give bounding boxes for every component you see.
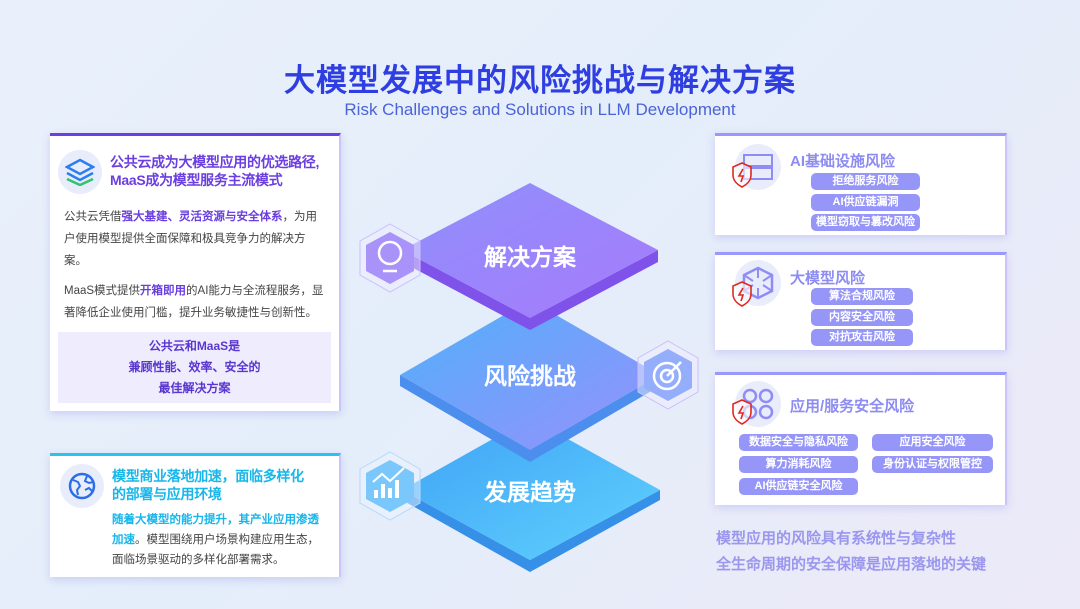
shield-warning-icon (732, 399, 752, 425)
layer-label-solution: 解决方案 (484, 244, 576, 270)
highlight-box: 公共云和MaaS是 兼顾性能、效率、安全的 最佳解决方案 (58, 332, 331, 403)
shield-warning-icon (732, 281, 752, 307)
highlight-line: 兼顾性能、效率、安全的 (128, 360, 261, 374)
layer-label-risk: 风险挑战 (484, 363, 576, 389)
highlight-line: 公共云和MaaS是 (148, 339, 241, 353)
lightbulb-icon (359, 223, 421, 293)
globe-icon (60, 464, 104, 508)
risk-item: 身份认证与权限管控 (872, 456, 993, 473)
highlight-line: 最佳解决方案 (158, 381, 231, 395)
layer-trend (402, 418, 660, 572)
risk-card-title: 应用/服务安全风险 (790, 398, 915, 415)
risk-item: 拒绝服务风险 (811, 173, 920, 190)
risk-card-application: 应用/服务安全风险 数据安全与隐私风险 应用安全风险 算力消耗风险 身份认证与权… (715, 372, 1007, 505)
page-title: 大模型发展中的风险挑战与解决方案 (284, 63, 796, 98)
commercial-landing-card: 模型商业落地加速，面临多样化 的部署与应用环境 随着大模型的能力提升，其产业应用… (50, 453, 341, 577)
risk-card-title: AI基础设施风险 (790, 153, 896, 170)
risk-item: AI供应链漏洞 (811, 194, 920, 211)
target-icon (637, 340, 699, 410)
layer-risk (400, 300, 660, 462)
risk-item: 对抗攻击风险 (811, 329, 913, 346)
risk-item: 应用安全风险 (872, 434, 993, 451)
cloud-maas-card: 公共云成为大模型应用的优选路径, MaaS成为模型服务主流模式 公共云凭借强大基… (50, 133, 341, 411)
risk-item: AI供应链安全风险 (739, 478, 858, 495)
risk-item: 数据安全与隐私风险 (739, 434, 858, 451)
risk-card-title: 大模型风险 (790, 270, 866, 287)
conclusion-line-1: 模型应用的风险具有系统性与复杂性 (716, 530, 957, 547)
card-heading-line1: 模型商业落地加速，面临多样化 (112, 468, 304, 484)
layers-icon (58, 150, 102, 194)
shield-warning-icon (732, 162, 752, 188)
card-heading-line2: MaaS成为模型服务主流模式 (110, 172, 283, 188)
chart-growth-icon (359, 451, 421, 521)
risk-item: 模型窃取与篡改风险 (811, 214, 920, 231)
card-heading-line1: 公共云成为大模型应用的优选路径, (110, 154, 320, 170)
conclusion-line-2: 全生命周期的安全保障是应用落地的关键 (716, 556, 987, 573)
card-paragraph-1: 公共云凭借强大基建、灵活资源与安全体系，为用户使用模型提供全面保障和极具竞争力的… (64, 211, 317, 267)
risk-card-infrastructure: AI基础设施风险 拒绝服务风险 AI供应链漏洞 模型窃取与篡改风险 (715, 133, 1007, 235)
risk-card-llm: 大模型风险 算法合规风险 内容安全风险 对抗攻击风险 (715, 252, 1007, 350)
layer-label-trend: 发展趋势 (484, 479, 576, 505)
risk-item: 算力消耗风险 (739, 456, 858, 473)
card-paragraph: 随着大模型的能力提升，其产业应用渗透加速。模型围绕用户场景构建应用生态，面临场景… (112, 514, 319, 566)
layer-solution (402, 183, 658, 330)
card-heading-line2: 的部署与应用环境 (112, 486, 222, 502)
risk-item: 算法合规风险 (811, 288, 913, 305)
risk-item: 内容安全风险 (811, 309, 913, 326)
page-subtitle: Risk Challenges and Solutions in LLM Dev… (344, 100, 736, 119)
card-paragraph-2: MaaS模式提供开箱即用的AI能力与全流程服务，显著降低企业使用门槛，提升业务敏… (64, 285, 324, 319)
